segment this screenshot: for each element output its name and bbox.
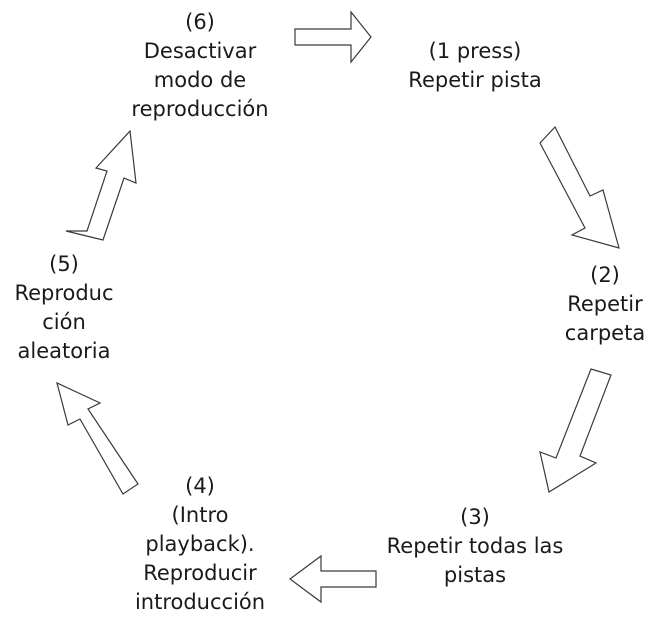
- step-6-label-line: reproducción: [131, 97, 269, 121]
- step-4-label-line: (Intro: [171, 503, 229, 527]
- step-2-label-line: carpeta: [564, 321, 646, 345]
- step-5-label-line: Reproduc: [14, 281, 114, 305]
- arrow-3-to-4: [288, 554, 377, 604]
- arrow-1-to-2: [539, 125, 620, 249]
- step-3-label-line: Repetir todas las: [386, 534, 564, 558]
- step-4-label-line: introducción: [134, 590, 266, 614]
- step-2-label-line: Repetir: [567, 292, 643, 316]
- step-2-number: (2): [590, 263, 620, 287]
- step-1-number: (1 press): [428, 39, 522, 63]
- step-5-label-line: ción: [42, 310, 86, 334]
- arrow-2-to-3: [539, 368, 612, 493]
- step-5-node: (5) Reproduc ción aleatoria: [0, 250, 128, 366]
- arrow-6-to-1: [294, 10, 372, 64]
- step-1-node: (1 press) Repetir pista: [380, 37, 570, 95]
- step-4-number: (4): [185, 474, 215, 498]
- step-1-label-line: Repetir pista: [408, 68, 542, 92]
- step-6-label-line: Desactivar: [143, 39, 257, 63]
- step-5-label-line: aleatoria: [17, 339, 111, 363]
- arrow-4-to-5: [56, 381, 139, 495]
- step-3-node: (3) Repetir todas las pistas: [360, 503, 590, 590]
- step-3-number: (3): [460, 505, 490, 529]
- step-5-number: (5): [49, 252, 79, 276]
- step-4-label-line: Reproducir: [143, 561, 257, 585]
- step-6-number: (6): [185, 10, 215, 34]
- step-3-label-line: pistas: [443, 563, 507, 587]
- arrow-5-to-6: [65, 129, 137, 241]
- step-4-node: (4) (Intro playback). Reproducir introdu…: [120, 472, 280, 617]
- step-6-label-line: modo de: [153, 68, 247, 92]
- step-6-node: (6) Desactivar modo de reproducción: [115, 8, 285, 124]
- step-4-label-line: playback).: [145, 532, 255, 556]
- step-2-node: (2) Repetir carpeta: [540, 261, 665, 348]
